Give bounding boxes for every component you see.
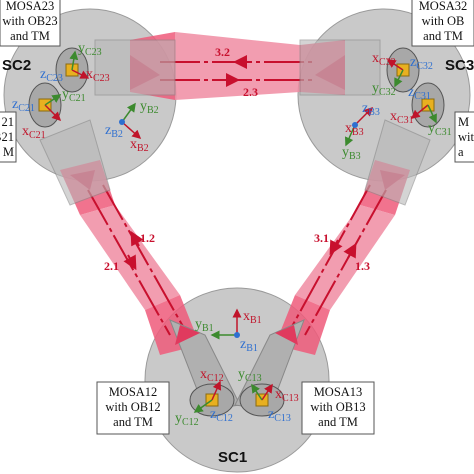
mosa32-box: MOSA32 with OB and TM bbox=[411, 0, 474, 47]
mosa12-line3: and TM bbox=[113, 415, 153, 429]
axis-label-zC13: zC13 bbox=[268, 407, 291, 424]
axis-label-xC31: xC31 bbox=[390, 109, 414, 126]
mosa12-line1: MOSA12 bbox=[109, 385, 158, 399]
mosa13-line2: with OB13 bbox=[310, 400, 365, 414]
beam-label-1-2: 1.2 bbox=[140, 231, 155, 245]
mosa23-box: MOSA23 with OB23 and TM bbox=[0, 0, 61, 47]
sc2-label: SC2 bbox=[2, 57, 31, 74]
axes-b1: xB1 yB1 zB1 bbox=[195, 308, 262, 354]
axis-label-yB2: yB2 bbox=[140, 99, 159, 116]
mosa23-line3: and TM bbox=[10, 29, 50, 43]
axis-label-zC21: zC21 bbox=[12, 97, 35, 114]
axes-c13: xC13 yC13 zC13 bbox=[238, 367, 299, 424]
axis-label-yC32: yC32 bbox=[372, 81, 396, 98]
axis-label-zB1: zB1 bbox=[240, 337, 258, 354]
mosa13-box: MOSA13 with OB13 and TM bbox=[301, 381, 375, 435]
mosa21-line2: B21 bbox=[0, 130, 14, 144]
mosa23-line2: with OB23 bbox=[2, 14, 57, 28]
beam-label-2-1: 2.1 bbox=[104, 259, 119, 273]
mosa12-box: MOSA12 with OB12 and TM bbox=[96, 381, 170, 435]
sc3-label: SC3 bbox=[445, 57, 474, 74]
axis-label-zC23: zC23 bbox=[40, 67, 63, 84]
mosa31-box: M with a bbox=[454, 111, 474, 163]
axis-label-yC12: yC12 bbox=[175, 411, 199, 428]
axis-label-zB2: zB2 bbox=[105, 123, 123, 140]
mosa12-line2: with OB12 bbox=[105, 400, 160, 414]
axis-label-yC23: yC23 bbox=[78, 41, 102, 58]
axes-c21: xC21 yC21 zC21 bbox=[12, 87, 86, 141]
mosa32-line1: MOSA32 bbox=[419, 0, 468, 13]
axis-label-zB3: zB3 bbox=[362, 101, 380, 118]
beam-label-2-3: 2.3 bbox=[243, 85, 258, 99]
axis-label-yC21: yC21 bbox=[62, 87, 86, 104]
axis-label-xC21: xC21 bbox=[22, 124, 46, 141]
axis-label-xB2: xB2 bbox=[130, 137, 149, 154]
mosa31-line3: a bbox=[458, 145, 464, 159]
axis-label-yC31: yC31 bbox=[428, 121, 452, 138]
axes-c31: xC31 yC31 zC31 bbox=[390, 85, 452, 138]
axis-label-yB1: yB1 bbox=[195, 317, 214, 334]
axes-c32: xC32 yC32 zC32 bbox=[372, 51, 433, 98]
axes-c23: xC23 yC23 zC23 bbox=[40, 41, 110, 84]
axis-label-xC13: xC13 bbox=[275, 387, 299, 404]
axis-label-xB1: xB1 bbox=[243, 309, 262, 326]
mosa31-line1: M bbox=[458, 115, 469, 129]
sc1-label: SC1 bbox=[218, 449, 247, 466]
mosa23-line1: MOSA23 bbox=[6, 0, 55, 13]
axes-b2: xB2 yB2 zB2 bbox=[105, 99, 159, 154]
beam-label-3-1: 3.1 bbox=[314, 231, 329, 245]
axis-label-zC31: zC31 bbox=[408, 85, 431, 102]
mosa21-line1: 21 bbox=[2, 115, 15, 129]
axis-label-zC32: zC32 bbox=[410, 55, 433, 72]
mosa21-box: 21 B21 M bbox=[0, 111, 17, 163]
axis-label-yB3: yB3 bbox=[342, 145, 361, 162]
axis-label-xC32: xC32 bbox=[372, 51, 396, 68]
axis-label-xC23: xC23 bbox=[86, 67, 110, 84]
axis-label-xB3: xB3 bbox=[345, 121, 364, 138]
mosa21-line3: M bbox=[3, 145, 14, 159]
axes-b3: xB3 yB3 zB3 bbox=[342, 101, 380, 162]
sc3-telescopes bbox=[299, 39, 431, 206]
mosa32-line2: with OB bbox=[422, 14, 465, 28]
axis-label-yC13: yC13 bbox=[238, 367, 262, 384]
axis-label-zC12: zC12 bbox=[210, 407, 233, 424]
axes-c12: xC12 yC12 zC12 bbox=[175, 367, 233, 428]
sc2-telescopes bbox=[39, 39, 176, 206]
mosa13-line1: MOSA13 bbox=[314, 385, 363, 399]
axis-label-xC12: xC12 bbox=[200, 367, 224, 384]
mosa31-line2: with bbox=[458, 130, 474, 144]
beam-label-3-2: 3.2 bbox=[215, 45, 230, 59]
mosa32-line3: and TM bbox=[423, 29, 463, 43]
mosa13-line3: and TM bbox=[318, 415, 358, 429]
beam-label-1-3: 1.3 bbox=[355, 259, 370, 273]
